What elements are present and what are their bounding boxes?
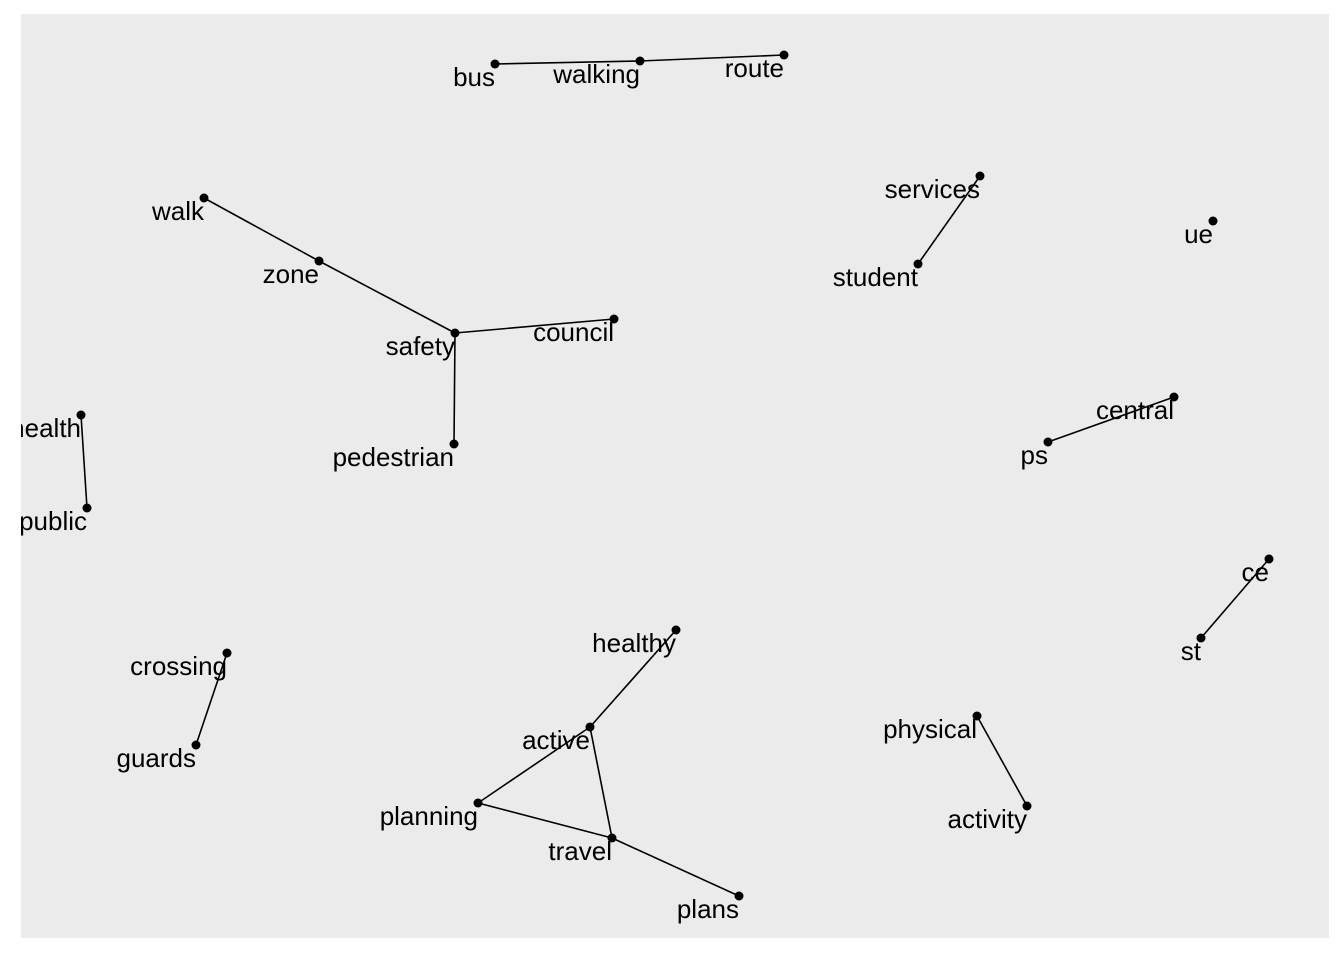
label-ce: ce bbox=[1242, 557, 1269, 587]
label-walking: walking bbox=[552, 59, 640, 89]
node-zone bbox=[314, 256, 324, 266]
node-bus bbox=[490, 59, 500, 69]
node-physical bbox=[972, 711, 982, 721]
plot-panel bbox=[21, 14, 1329, 938]
label-ps: ps bbox=[1021, 440, 1048, 470]
label-pedestrian: pedestrian bbox=[333, 442, 454, 472]
node-safety bbox=[450, 328, 460, 338]
node-walk bbox=[199, 193, 209, 203]
label-council: council bbox=[533, 317, 614, 347]
edge-walking-route bbox=[639, 54, 785, 62]
label-safety: safety bbox=[386, 331, 455, 361]
edge-bus-walking bbox=[494, 60, 641, 65]
edge-services-student bbox=[917, 175, 981, 265]
label-plans: plans bbox=[677, 894, 739, 924]
edge-active-planning bbox=[477, 726, 591, 804]
edge-zone-safety bbox=[318, 260, 456, 334]
node-ue bbox=[1208, 216, 1218, 226]
edge-walk-zone bbox=[203, 197, 320, 262]
label-central: central bbox=[1096, 395, 1174, 425]
edge-physical-activity bbox=[976, 715, 1028, 807]
node-active bbox=[585, 722, 595, 732]
node-ce bbox=[1264, 554, 1274, 564]
node-public bbox=[82, 503, 92, 513]
node-activity bbox=[1022, 801, 1032, 811]
label-physical: physical bbox=[883, 714, 977, 744]
edge-planning-travel bbox=[477, 802, 613, 839]
node-ps bbox=[1043, 437, 1053, 447]
label-crossing: crossing bbox=[130, 651, 227, 681]
labels-layer: bus walking route services student ue walk zone… bbox=[10, 53, 1269, 924]
label-healthy: healthy bbox=[592, 628, 676, 658]
node-plans bbox=[734, 891, 744, 901]
label-student: student bbox=[833, 262, 919, 292]
node-travel bbox=[607, 833, 617, 843]
label-services: services bbox=[885, 174, 980, 204]
edge-crossing-guards bbox=[195, 652, 228, 746]
edge-safety-pedestrian bbox=[453, 332, 456, 445]
edge-ce-st bbox=[1200, 558, 1270, 639]
label-ue: ue bbox=[1184, 219, 1213, 249]
label-walk: walk bbox=[151, 196, 205, 226]
node-healthy bbox=[671, 625, 681, 635]
label-activity: activity bbox=[948, 804, 1027, 834]
label-public: public bbox=[19, 506, 87, 536]
label-route: route bbox=[725, 53, 784, 83]
label-st: st bbox=[1181, 636, 1202, 666]
node-planning bbox=[473, 798, 483, 808]
node-st bbox=[1196, 633, 1206, 643]
node-student bbox=[913, 259, 923, 269]
label-planning: planning bbox=[380, 801, 478, 831]
label-guards: guards bbox=[117, 743, 197, 773]
edge-health-public bbox=[80, 414, 88, 509]
label-active: active bbox=[522, 725, 590, 755]
edge-travel-plans bbox=[611, 837, 740, 897]
node-guards bbox=[191, 740, 201, 750]
node-services bbox=[975, 171, 985, 181]
label-zone: zone bbox=[263, 259, 319, 289]
node-route bbox=[779, 50, 789, 60]
edge-safety-council bbox=[454, 318, 615, 334]
node-health bbox=[76, 410, 86, 420]
edge-active-travel bbox=[589, 726, 613, 839]
node-central bbox=[1169, 392, 1179, 402]
nodes-layer bbox=[76, 50, 1274, 901]
node-council bbox=[609, 314, 619, 324]
node-crossing bbox=[222, 648, 232, 658]
label-health: health bbox=[10, 413, 81, 443]
node-pedestrian bbox=[449, 439, 459, 449]
label-travel: travel bbox=[548, 836, 612, 866]
node-walking bbox=[635, 56, 645, 66]
label-bus: bus bbox=[453, 62, 495, 92]
edge-healthy-active bbox=[589, 629, 677, 728]
edge-central-ps bbox=[1047, 396, 1175, 443]
edges-layer bbox=[80, 54, 1270, 897]
